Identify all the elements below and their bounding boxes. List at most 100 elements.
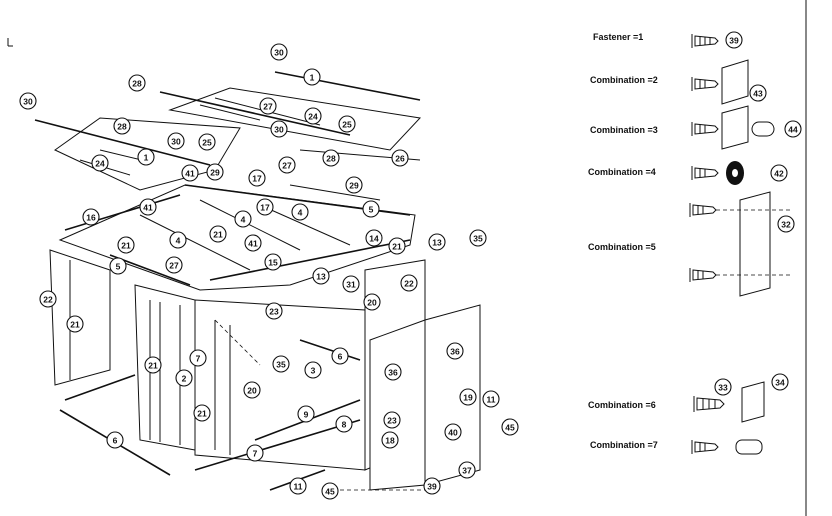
svg-text:45: 45 [505, 423, 515, 433]
svg-text:22: 22 [43, 295, 53, 305]
callout-part-28: 28 [128, 74, 146, 92]
callout-part-21: 21 [117, 236, 135, 254]
callout-part-18: 18 [381, 431, 399, 449]
svg-text:1: 1 [310, 73, 315, 83]
svg-text:30: 30 [274, 125, 284, 135]
callout-part-17: 17 [248, 169, 266, 187]
svg-text:23: 23 [387, 416, 397, 426]
callout-part-5: 5 [109, 257, 127, 275]
svg-text:11: 11 [294, 482, 303, 492]
svg-text:21: 21 [392, 242, 402, 252]
door-panel-19 [424, 304, 481, 486]
callout-part-21: 21 [388, 237, 406, 255]
svg-text:19: 19 [463, 393, 473, 403]
callout-part-36: 36 [384, 363, 402, 381]
legend-combo5-label: Combination =5 [588, 242, 656, 252]
svg-text:45: 45 [325, 487, 335, 497]
svg-text:13: 13 [432, 238, 442, 248]
svg-text:41: 41 [185, 169, 195, 179]
callout-part-29: 29 [345, 176, 363, 194]
svg-text:4: 4 [241, 215, 246, 225]
callout-part-31: 31 [342, 275, 360, 293]
callout-part-27: 27 [165, 256, 183, 274]
svg-text:22: 22 [404, 279, 414, 289]
callout-part-25: 25 [198, 133, 216, 151]
svg-text:26: 26 [395, 154, 405, 164]
callout-part-21: 21 [193, 404, 211, 422]
svg-text:21: 21 [121, 241, 131, 251]
callout-part-23: 23 [383, 411, 401, 429]
svg-text:24: 24 [308, 112, 318, 122]
callout-part-11: 11 [482, 390, 500, 408]
callout-part-30: 30 [167, 132, 185, 150]
svg-text:44: 44 [788, 125, 798, 135]
svg-text:29: 29 [210, 168, 220, 178]
svg-text:8: 8 [342, 420, 347, 430]
callout-part-14: 14 [365, 229, 383, 247]
svg-text:21: 21 [197, 409, 207, 419]
callout-part-4: 4 [291, 203, 309, 221]
svg-text:43: 43 [753, 89, 763, 99]
callout-part-36: 36 [446, 342, 464, 360]
svg-text:6: 6 [113, 436, 118, 446]
plate-32-icon [739, 191, 771, 297]
callout-part-5: 5 [362, 200, 380, 218]
svg-text:21: 21 [70, 320, 80, 330]
svg-text:18: 18 [385, 436, 395, 446]
svg-text:5: 5 [369, 205, 374, 215]
svg-text:21: 21 [213, 230, 223, 240]
callout-part-21: 21 [66, 315, 84, 333]
svg-text:15: 15 [268, 258, 278, 268]
callout-part-28: 28 [322, 149, 340, 167]
svg-text:4: 4 [176, 236, 181, 246]
svg-text:35: 35 [276, 360, 286, 370]
callout-part-30: 30 [19, 92, 37, 110]
callout-part-39: 39 [423, 477, 441, 495]
callout-part-37: 37 [458, 461, 476, 479]
legend-callout-32: 32 [777, 215, 795, 233]
legend-callout-33: 33 [714, 378, 732, 396]
callout-part-26: 26 [391, 149, 409, 167]
legend-combo2-label: Combination =2 [590, 75, 658, 85]
callout-part-41: 41 [139, 198, 157, 216]
svg-text:30: 30 [171, 137, 181, 147]
svg-text:40: 40 [448, 428, 458, 438]
svg-text:20: 20 [247, 386, 257, 396]
washer-icon [721, 105, 749, 150]
screw-icon [693, 396, 725, 412]
washer-34-icon [741, 381, 765, 423]
svg-text:13: 13 [316, 272, 326, 282]
callout-part-6: 6 [106, 431, 124, 449]
nut-44-icon [751, 121, 775, 137]
callout-part-16: 16 [82, 208, 100, 226]
callout-part-24: 24 [304, 107, 322, 125]
ridge-bar-top [274, 71, 421, 101]
callout-part-22: 22 [400, 274, 418, 292]
callout-part-30: 30 [270, 120, 288, 138]
callout-part-11: 11 [289, 477, 307, 495]
callout-part-4: 4 [234, 210, 252, 228]
callout-part-20: 20 [243, 381, 261, 399]
callout-part-15: 15 [264, 253, 282, 271]
svg-text:23: 23 [269, 307, 279, 317]
legend: Fastener =1 Combination =2 Combination =… [588, 32, 790, 455]
screw-icon [691, 440, 719, 454]
svg-text:11: 11 [487, 395, 496, 405]
callout-part-7: 7 [189, 349, 207, 367]
svg-text:31: 31 [346, 280, 356, 290]
callout-part-41: 41 [181, 164, 199, 182]
svg-text:7: 7 [253, 449, 258, 459]
svg-text:17: 17 [252, 174, 262, 184]
callout-part-6: 6 [331, 347, 349, 365]
svg-text:36: 36 [388, 368, 398, 378]
callout-part-4: 4 [169, 231, 187, 249]
svg-text:34: 34 [775, 378, 785, 388]
svg-text:17: 17 [260, 203, 270, 213]
legend-callout-43: 43 [749, 84, 767, 102]
legend-callout-44: 44 [784, 120, 802, 138]
callout-part-27: 27 [278, 156, 296, 174]
callout-part-29: 29 [206, 163, 224, 181]
callout-part-8: 8 [335, 415, 353, 433]
screw-icon [691, 122, 719, 136]
svg-text:30: 30 [23, 97, 33, 107]
